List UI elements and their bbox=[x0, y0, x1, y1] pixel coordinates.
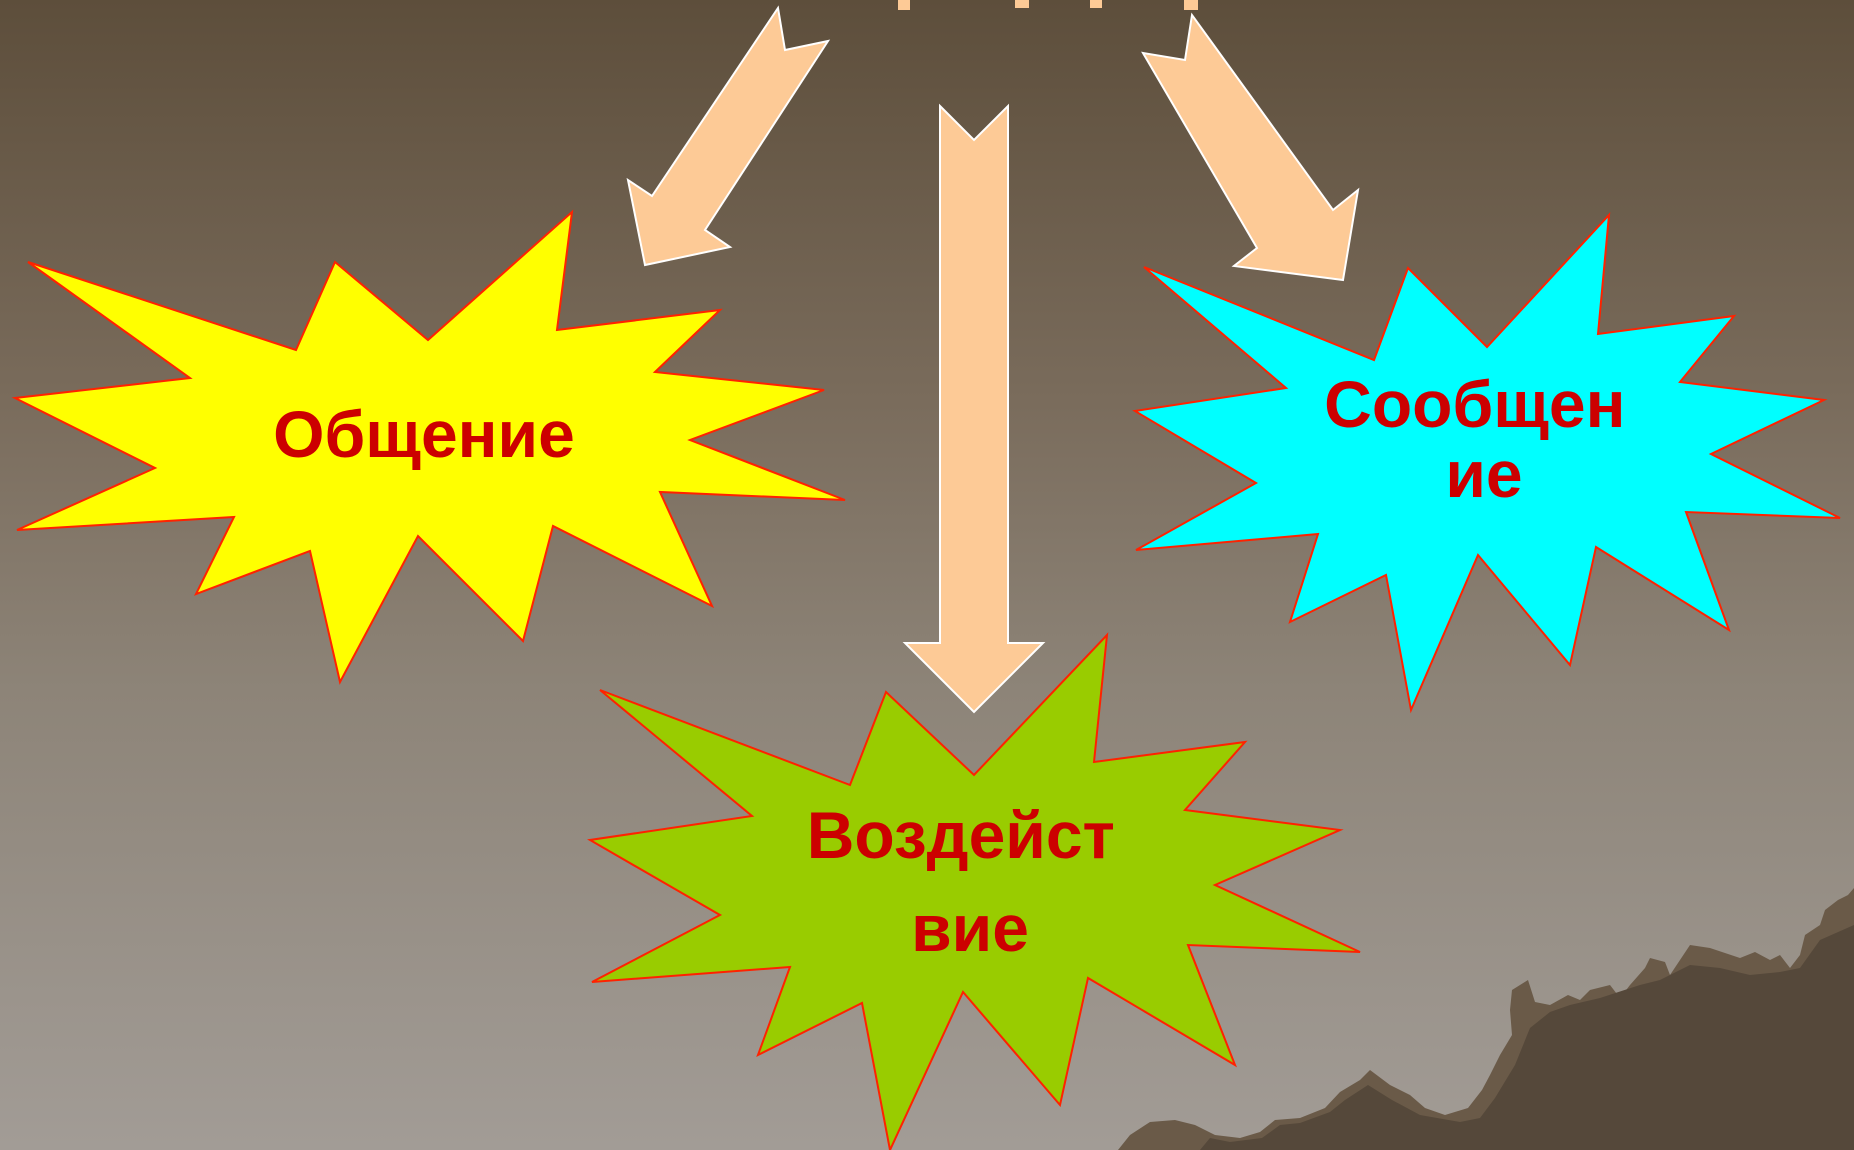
burst-obshchenie: Общение bbox=[11, 209, 846, 685]
burst-vozdeystvie: Воздейст вие bbox=[587, 632, 1361, 1150]
burst-label-soobshchenie: Сообщен ие bbox=[1324, 367, 1644, 511]
burst-label-vozdeystvie: Воздейст вие bbox=[807, 798, 1133, 965]
arrow-to-obshchenie bbox=[626, 5, 831, 267]
burst-label-obshchenie: Общение bbox=[273, 397, 575, 471]
arrow-to-vozdeystvie bbox=[902, 103, 1046, 714]
cropped-title-fragment bbox=[898, 0, 1198, 10]
burst-soobshchenie: Сообщен ие bbox=[1132, 212, 1841, 714]
label-line: Общение bbox=[273, 397, 575, 471]
burst-shape bbox=[11, 209, 846, 685]
label-line: Сообщен bbox=[1324, 367, 1625, 441]
label-line: Воздейст bbox=[807, 798, 1115, 872]
label-line: вие bbox=[911, 891, 1029, 965]
label-line: ие bbox=[1445, 437, 1522, 511]
arrow-to-soobshchenie bbox=[1141, 12, 1360, 282]
burst-shape bbox=[1132, 212, 1841, 714]
rock-illustration bbox=[1118, 888, 1854, 1150]
burst-shape bbox=[587, 632, 1361, 1150]
arrows bbox=[626, 5, 1360, 714]
